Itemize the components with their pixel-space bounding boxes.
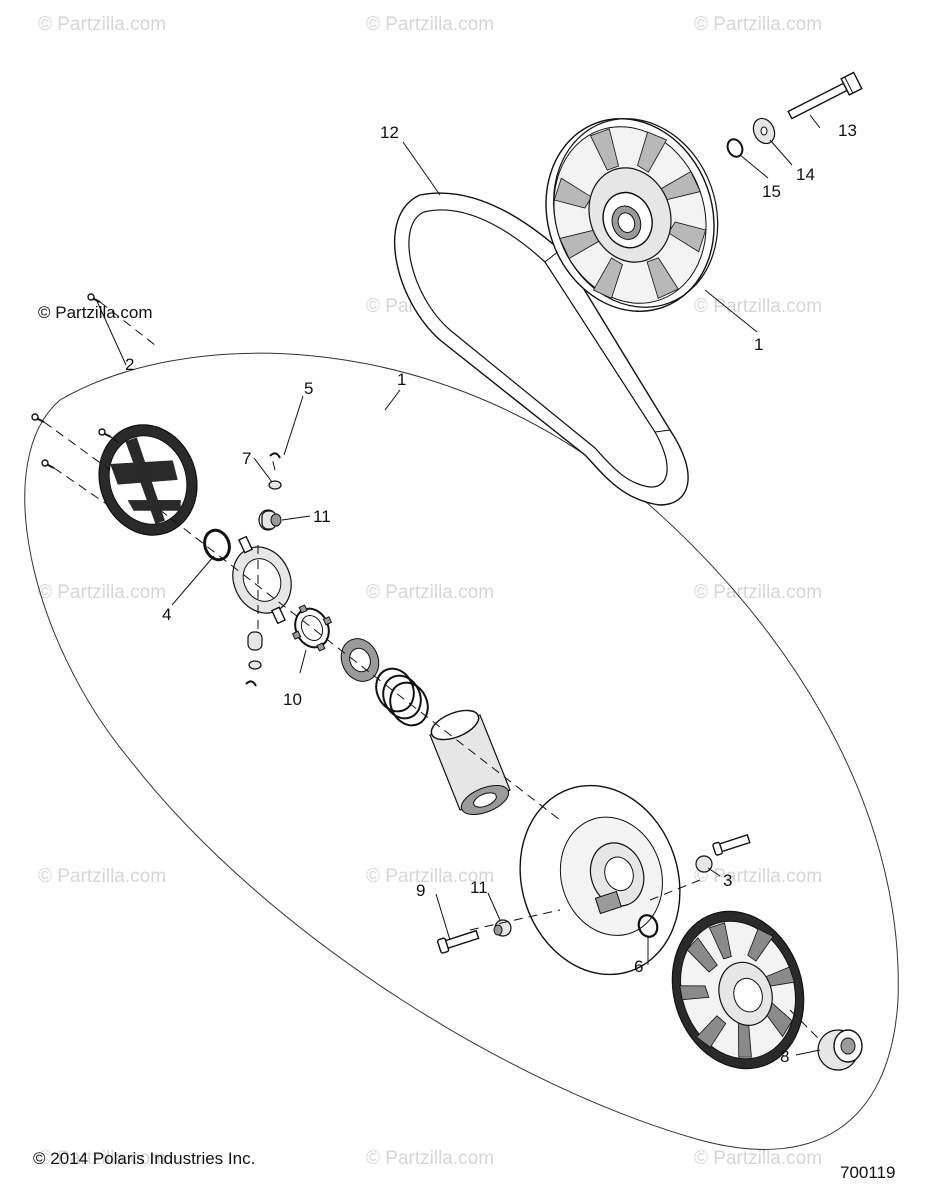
washer-7 [268, 480, 282, 490]
callout-9: 9 [416, 881, 425, 900]
spring [375, 667, 429, 727]
alignment-lines [159, 457, 821, 1041]
roller-lower-stack [245, 631, 263, 687]
assembly-outline [24, 352, 899, 1150]
callout-1-assembly: 1 [397, 370, 406, 389]
watermark: © Partzilla.com [38, 1148, 166, 1169]
snap-ring-4 [203, 528, 231, 562]
callout-8: 8 [780, 1047, 789, 1066]
pin-9 [436, 929, 480, 954]
button-set-10 [291, 604, 333, 652]
snap-ring-6 [637, 914, 659, 938]
shaft-hub [429, 709, 511, 816]
driven-sheave [545, 118, 719, 312]
callout-15: 15 [762, 182, 781, 201]
callout-7: 7 [242, 449, 251, 468]
watermark: © Partzilla.com [38, 866, 166, 887]
washer-14 [752, 117, 776, 145]
callout-5: 5 [304, 379, 313, 398]
callout-10: 10 [283, 690, 302, 709]
callout-4: 4 [162, 605, 171, 624]
header-copyright: © Partzilla.com [38, 303, 153, 322]
watermark: © Partzilla.com [694, 866, 822, 887]
diagram-number: 700119 [840, 1163, 895, 1182]
callout-12: 12 [380, 123, 399, 142]
callout-3: 3 [723, 871, 732, 890]
leader-lines [95, 114, 821, 1056]
watermark: © Partzilla.com [694, 296, 822, 317]
clip-5 [269, 452, 281, 459]
watermark: © Partzilla.com [694, 582, 822, 603]
footer-copyright: © 2014 Polaris Industries Inc. [33, 1149, 255, 1168]
callout-11-upper: 11 [313, 507, 331, 526]
bolt-13 [787, 71, 863, 120]
bearing-plate [340, 638, 380, 682]
watermark: © Partzilla.com [694, 1148, 822, 1169]
watermark: © Partzilla.com [38, 582, 166, 603]
callout-2: 2 [125, 355, 134, 374]
watermark: © Partzilla.com [366, 14, 494, 35]
helix-cam [671, 910, 805, 1070]
callout-13: 13 [838, 121, 857, 140]
drive-belt [393, 192, 689, 506]
callout-11-lower: 11 [470, 878, 488, 897]
callout-6: 6 [634, 957, 643, 976]
watermark: © Partzilla.com [366, 582, 494, 603]
watermark: © Partzilla.com [366, 866, 494, 887]
roller-11-lower [493, 919, 512, 937]
spider-housing [232, 535, 292, 625]
watermark: © Partzilla.com [366, 1148, 494, 1169]
snap-ring-15 [726, 138, 744, 158]
callout-numbers: 12 13 14 15 1 1 2 5 7 11 4 10 3 9 11 6 8 [125, 121, 857, 1066]
clutch-cover [98, 424, 198, 536]
watermark: © Partzilla.com [38, 14, 166, 35]
pin-3 [712, 834, 751, 856]
bearing-8 [817, 1029, 863, 1071]
callout-14: 14 [796, 165, 815, 184]
moveable-sheave [519, 784, 681, 976]
watermark: © Partzilla.com [694, 14, 822, 35]
callout-1-driven-clutch: 1 [754, 335, 763, 354]
screws-2 [31, 293, 156, 506]
roller-11-upper [258, 509, 282, 531]
